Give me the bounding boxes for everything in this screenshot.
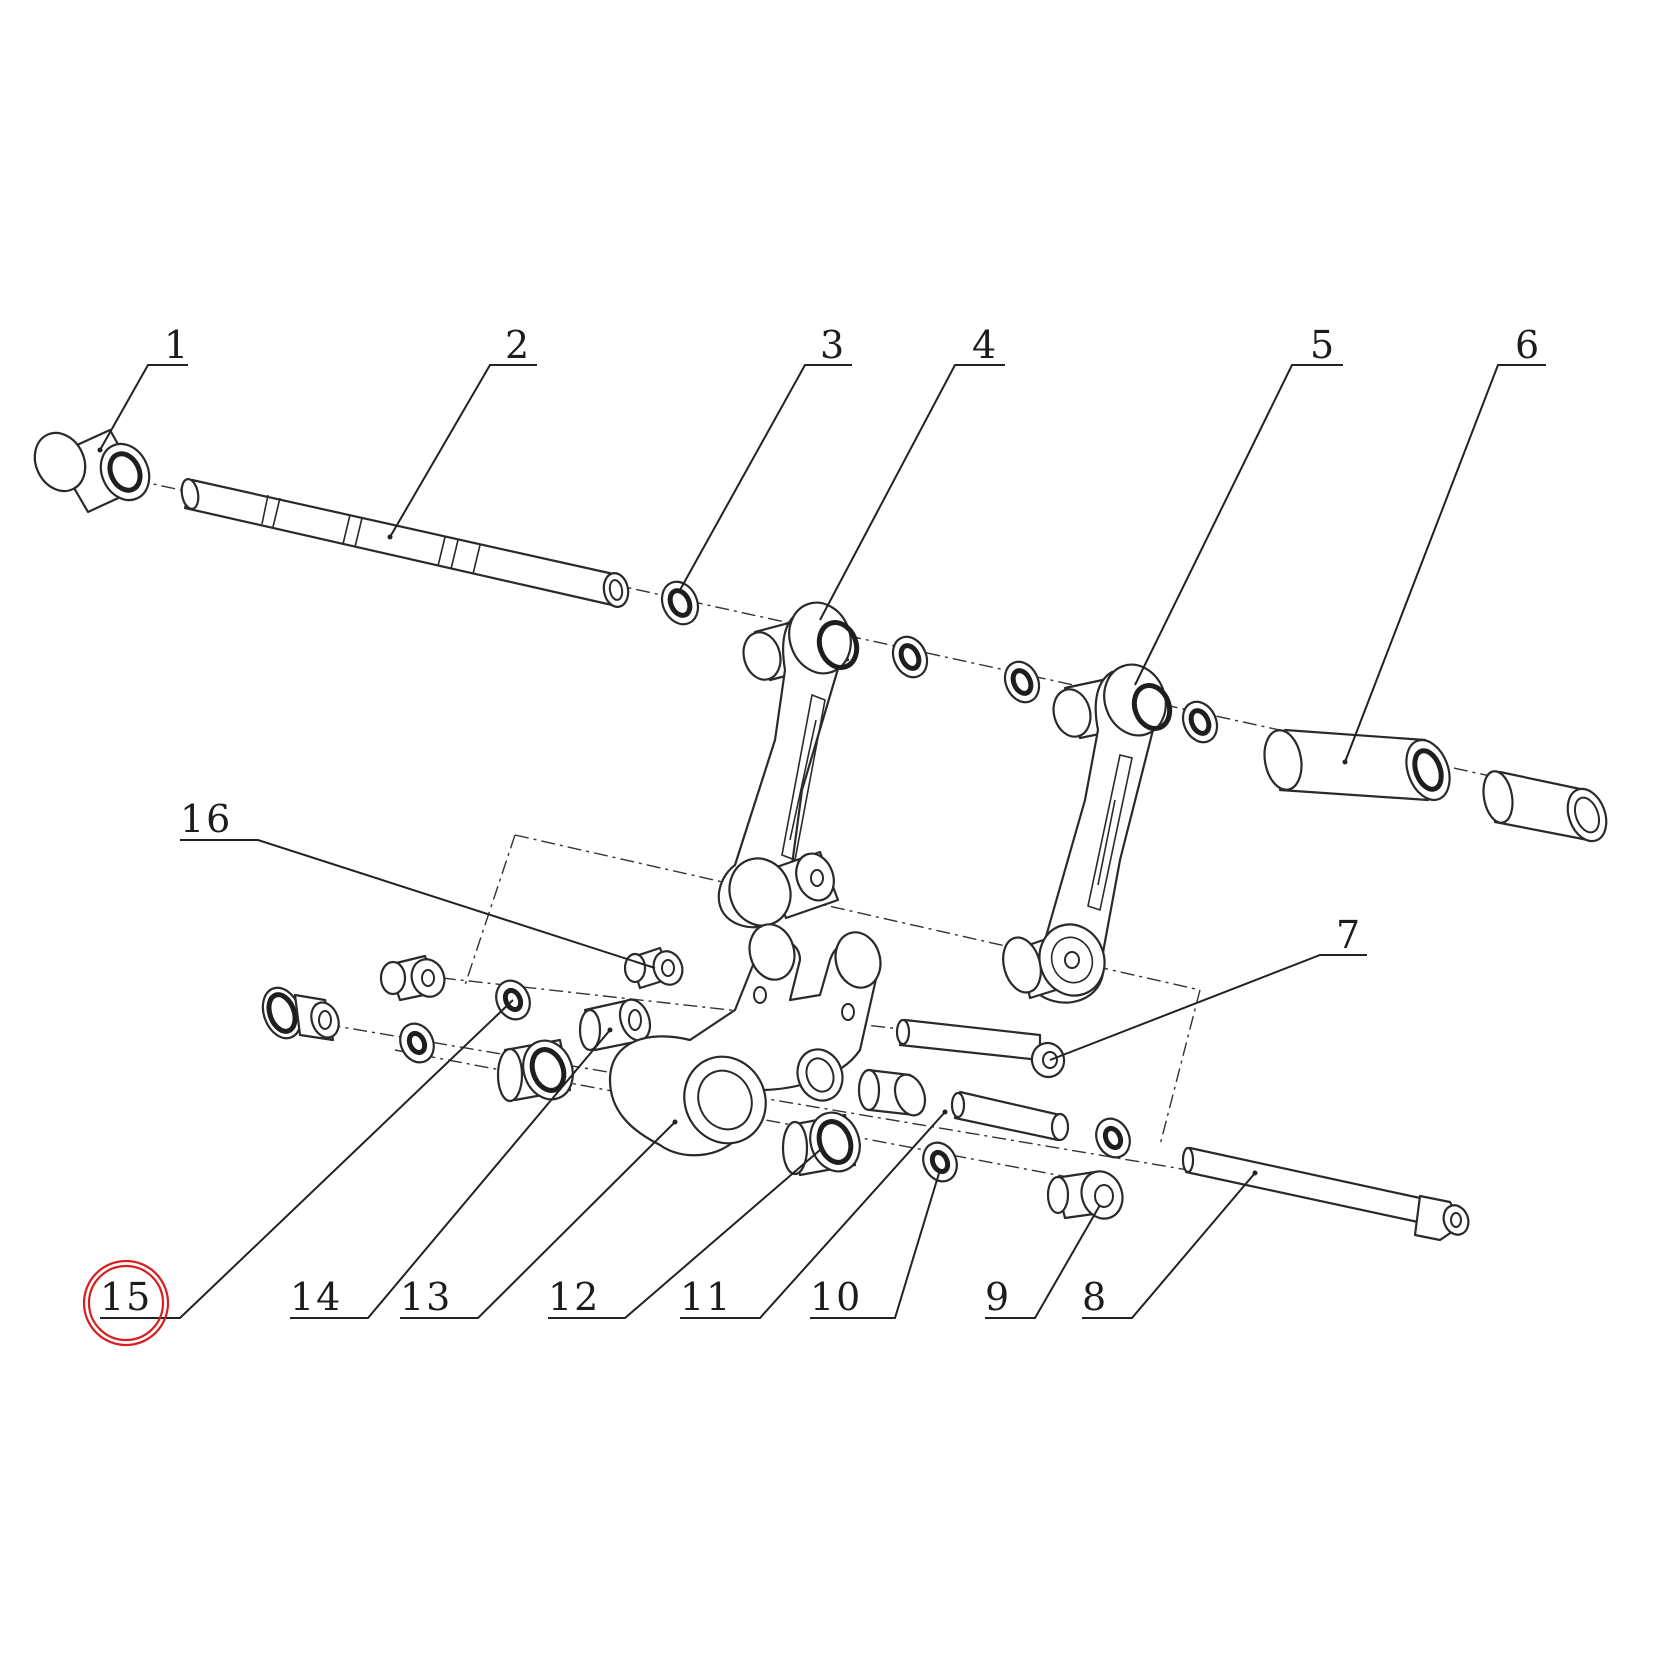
callout-5: 5 <box>1310 323 1336 367</box>
callout-13: 13 <box>400 1275 452 1319</box>
left-washer-lower <box>399 1022 435 1064</box>
link-lower-centerline <box>514 834 1201 991</box>
callout-10: 10 <box>810 1275 862 1319</box>
part-14-sleeve <box>578 998 652 1052</box>
part-13-rocker <box>608 923 882 1157</box>
callout-3: 3 <box>820 323 846 367</box>
leader-12 <box>548 1149 821 1319</box>
leader-11 <box>680 1111 946 1319</box>
callout-16: 16 <box>180 797 232 841</box>
part-9-flanged-bushing <box>1046 1170 1124 1220</box>
leader-1 <box>99 364 188 451</box>
part-11-pin <box>857 1068 1070 1142</box>
left-flanged-bushing <box>261 986 340 1042</box>
lower-left-bushing <box>496 1038 574 1103</box>
lower-axis-1 <box>414 974 1046 1046</box>
leader-13 <box>400 1121 676 1319</box>
callout-labels: 1 2 3 4 5 6 7 8 9 10 11 12 13 14 15 16 <box>100 323 1541 1319</box>
part-5-link-arm <box>1002 663 1173 1004</box>
leader-16 <box>180 839 656 969</box>
leader-6 <box>1344 364 1546 763</box>
callout-12: 12 <box>548 1275 600 1319</box>
left-small-bushing <box>379 954 446 1002</box>
part-16-flanged-bushing <box>623 946 684 990</box>
callout-14: 14 <box>290 1275 342 1319</box>
leader-lines <box>99 364 1546 1319</box>
part-3-washer <box>660 580 700 626</box>
callout-6: 6 <box>1515 323 1541 367</box>
leader-4 <box>819 364 1005 621</box>
part-1-bushing <box>33 428 151 514</box>
callout-9: 9 <box>985 1275 1011 1319</box>
part-4-link-arm <box>717 601 860 929</box>
callout-11: 11 <box>680 1275 732 1319</box>
right-washer <box>1095 1117 1131 1159</box>
frame-right-vertical <box>1159 989 1201 1146</box>
leader-5 <box>1134 364 1343 686</box>
leader-14 <box>290 1029 611 1319</box>
callout-7: 7 <box>1336 913 1362 957</box>
leader-15 <box>100 999 514 1319</box>
leader-7 <box>1049 954 1367 1061</box>
callout-2: 2 <box>505 323 531 367</box>
leader-2 <box>389 364 537 538</box>
leader-3 <box>679 364 852 591</box>
part-10-washer <box>922 1141 958 1183</box>
part-12-bushing <box>781 1111 861 1177</box>
part-7-pin <box>895 1018 1066 1079</box>
callout-4: 4 <box>972 323 998 367</box>
leader-8 <box>1082 1172 1256 1319</box>
leader-10 <box>810 1169 941 1319</box>
callout-8: 8 <box>1082 1275 1108 1319</box>
highlight-callout-15 <box>82 1259 170 1347</box>
part-8-bolt <box>1181 1146 1470 1242</box>
part-6-bushing <box>1263 728 1608 843</box>
part-2-shaft <box>180 478 630 608</box>
leader-9 <box>985 1204 1101 1319</box>
upper-washers <box>891 635 1219 744</box>
callout-15: 15 <box>100 1275 152 1319</box>
callout-1: 1 <box>164 323 190 367</box>
